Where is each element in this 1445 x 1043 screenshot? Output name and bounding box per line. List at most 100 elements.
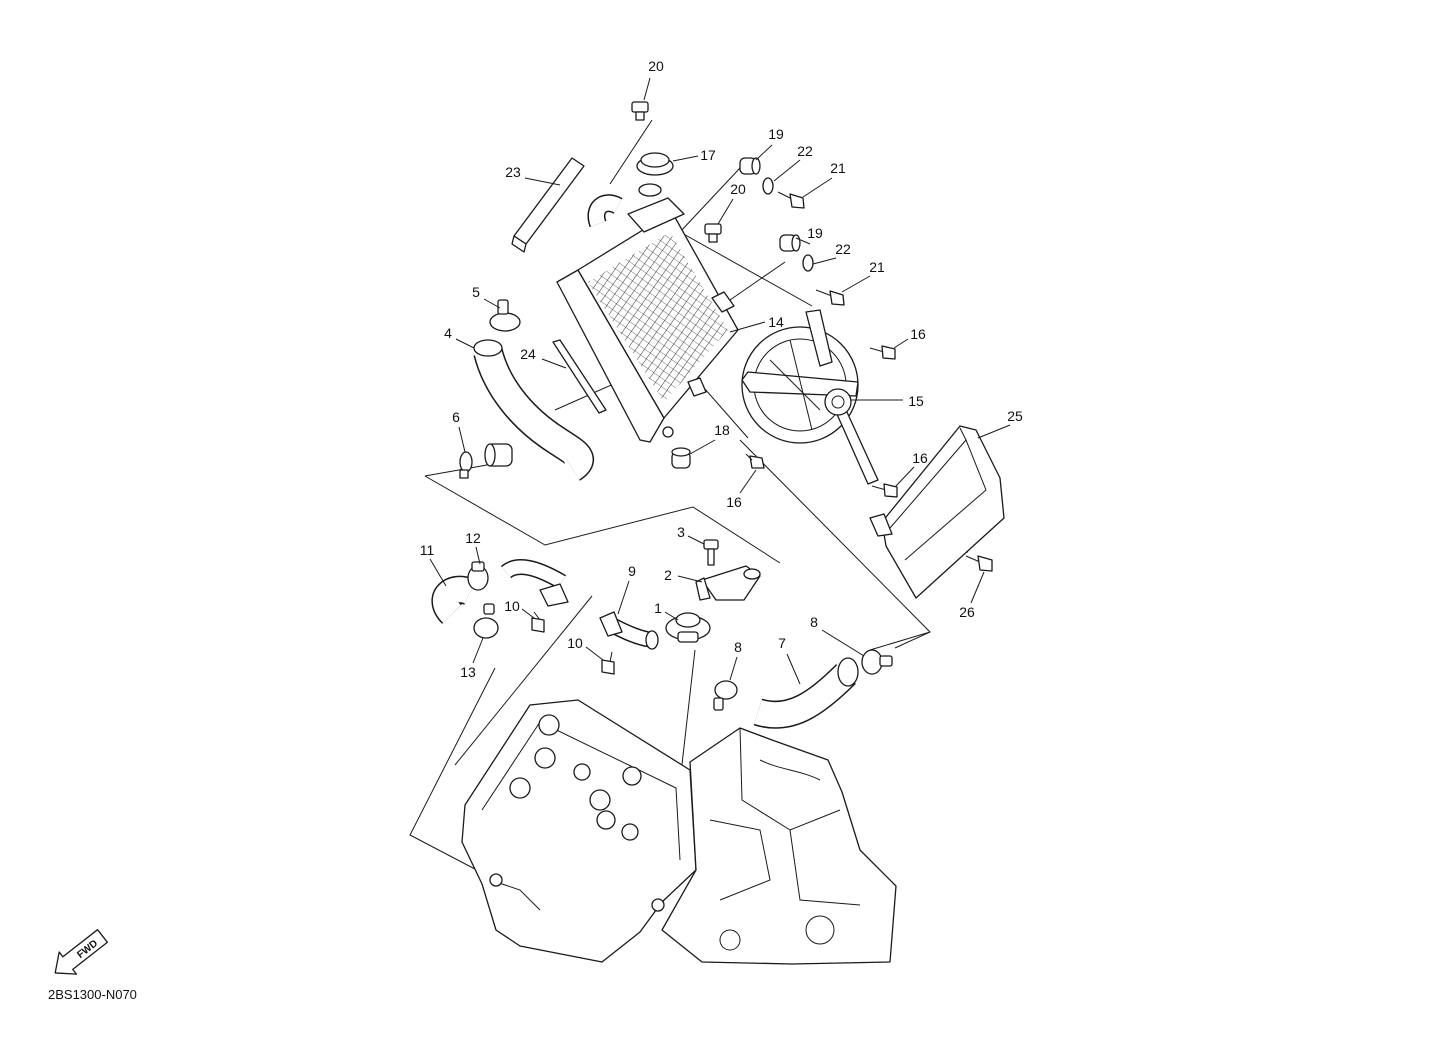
bolt-shank	[871, 485, 887, 491]
pipe-end	[645, 630, 659, 650]
clamp-band	[714, 680, 738, 700]
callout-label: 15	[908, 393, 924, 409]
rubber-strip-23	[511, 157, 585, 253]
spark-plug-hole	[538, 714, 560, 736]
bolt-21-upper	[777, 191, 805, 209]
leader-line	[455, 338, 475, 349]
callout-label: 24	[520, 346, 536, 362]
bolt-16-right	[871, 483, 898, 498]
callout-label: 14	[768, 314, 784, 330]
leader-line	[617, 580, 630, 615]
washer-ring	[802, 254, 814, 272]
bolt-head	[531, 617, 545, 633]
bolt-head	[883, 483, 898, 498]
hose-clamp-8-right	[861, 649, 893, 675]
radiator-filler-neck	[638, 183, 662, 197]
thermostat-housing-2	[695, 565, 761, 601]
radiator-cap	[636, 152, 674, 176]
bolt-head	[881, 345, 896, 360]
leader-line	[729, 656, 738, 681]
bolt-head	[829, 290, 845, 306]
leader-line	[812, 257, 837, 265]
hose-fill	[445, 590, 470, 614]
clamp-screw	[459, 469, 469, 479]
grommet-19-lower	[779, 234, 801, 252]
bolt-shank	[745, 453, 753, 461]
radiator-inlet-hose	[596, 203, 618, 224]
engine	[461, 699, 897, 965]
leader-line	[687, 535, 705, 545]
leader-line	[472, 637, 484, 664]
fan-mount-arm-horizontal	[741, 371, 859, 397]
callout-label: 18	[714, 422, 730, 438]
radiator-fan	[741, 309, 879, 485]
bolt-shank	[635, 111, 645, 121]
upper-water-pipe	[506, 567, 568, 607]
fitting-end	[484, 443, 496, 467]
leader-line	[524, 177, 561, 186]
spark-plug-hole	[589, 789, 611, 811]
hose-clamp-6	[459, 451, 473, 479]
thermostat-body	[677, 631, 699, 643]
bolt-shank	[609, 651, 613, 663]
callout-label: 8	[810, 614, 818, 630]
spark-plug-hole	[596, 810, 616, 830]
leader-line	[717, 198, 734, 225]
leader-line	[739, 469, 757, 494]
callout-label: 19	[807, 225, 823, 241]
callout-label: 12	[465, 530, 481, 546]
callout-labels: 20 17 19 22 21 20 23 19 22 21 5 14 16 4 …	[420, 58, 1023, 680]
bolt-16-lower	[745, 453, 765, 469]
hose-11	[445, 590, 470, 614]
callout-label: 11	[420, 542, 435, 558]
bolt-head	[703, 539, 719, 550]
boundary-line-filler	[609, 119, 653, 185]
boundary-line-bracket-lower	[729, 261, 786, 301]
leader-line	[483, 298, 501, 309]
housing-flange	[695, 577, 711, 601]
callout-label: 10	[504, 598, 520, 614]
leader-line	[755, 144, 773, 161]
leader-line	[786, 653, 801, 685]
crankcase-boss	[719, 929, 741, 951]
fan-blade-line	[789, 339, 813, 431]
radiator-side-tank	[556, 269, 665, 443]
forward-direction-arrow: FWD	[54, 929, 109, 975]
bolt-head	[631, 101, 649, 113]
spark-plug-hole	[573, 763, 591, 781]
cover-rib	[959, 427, 967, 441]
leader-lines	[429, 77, 1011, 685]
boundary-line-engine-mid	[454, 595, 593, 766]
valve-cover-edge	[481, 721, 681, 861]
callout-label: 6	[452, 409, 460, 425]
callout-label: 2	[664, 567, 672, 583]
crankcase-boss	[805, 915, 835, 945]
callout-label: 16	[726, 494, 742, 510]
callout-label: 7	[778, 635, 786, 651]
spark-plug-hole	[621, 823, 639, 841]
leader-line	[841, 275, 871, 293]
figure-code: 2BS1300-N070	[48, 987, 137, 1002]
fan-mount-arm-upper	[805, 309, 833, 367]
callout-label: 10	[567, 635, 583, 651]
washer-22-lower	[802, 254, 814, 272]
thermostat-1	[665, 612, 711, 643]
clamp-band	[861, 649, 883, 675]
hose-clamp-12	[467, 561, 489, 591]
callout-label: 9	[628, 563, 636, 579]
cylinder-head	[461, 699, 697, 963]
callout-label: 8	[734, 639, 742, 655]
bolt-shank	[777, 191, 793, 200]
callout-label: 16	[910, 326, 926, 342]
cover-body	[881, 425, 1005, 599]
radiator-right-bracket	[711, 291, 735, 313]
leader-line	[664, 611, 679, 621]
cover-rib	[889, 439, 987, 561]
callout-label: 26	[959, 604, 975, 620]
callout-label: 17	[700, 147, 716, 163]
leader-line	[970, 571, 985, 604]
callout-label: 5	[472, 284, 480, 300]
bolt-10-lower	[601, 651, 615, 675]
rubber-strip-end	[511, 235, 527, 253]
leader-line	[585, 646, 604, 661]
